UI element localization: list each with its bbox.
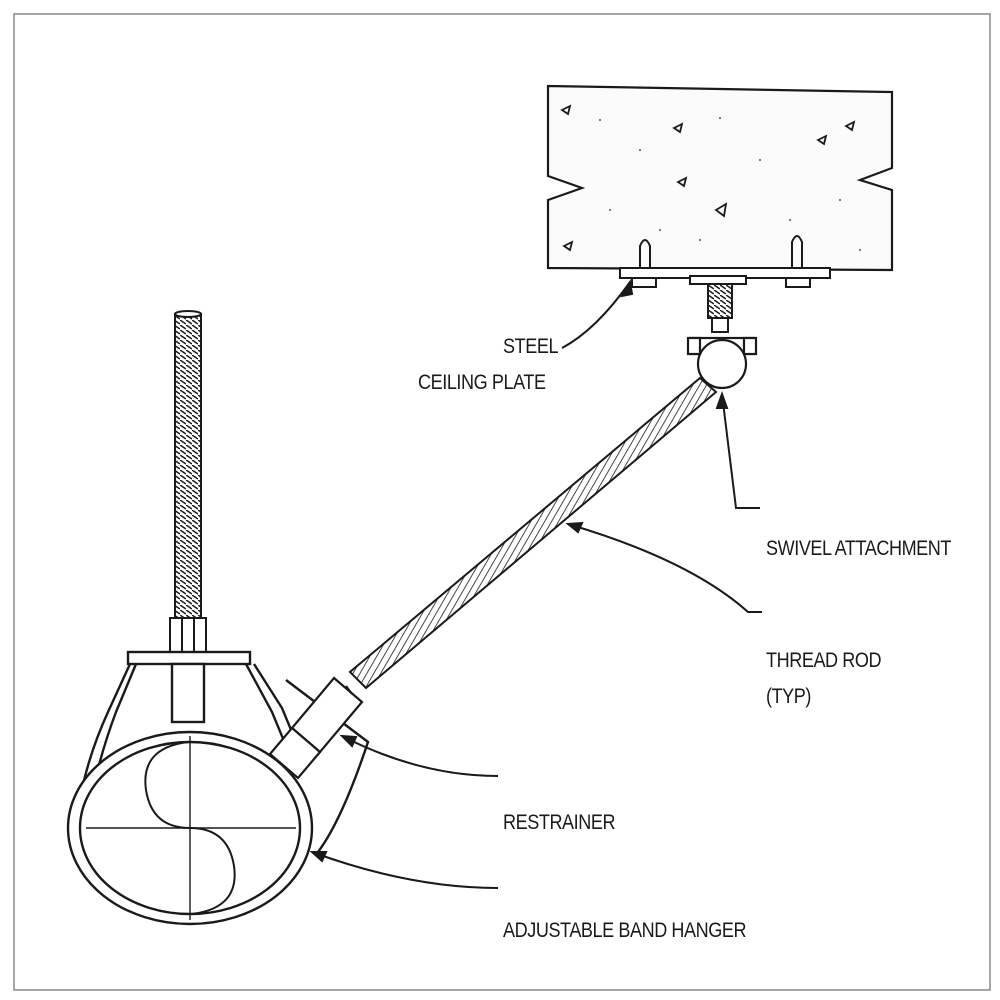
label-restrainer: RESTRAINER [503,811,616,834]
leader-thread-rod [567,523,762,613]
band-hanger [76,650,370,853]
leader-ceiling-plate [561,281,631,349]
pipe [66,730,314,926]
label-thread-rod: THREAD ROD [766,649,882,672]
leader-swivel [721,393,760,509]
frame-border [13,13,991,991]
diagonal-thread-rod [348,376,718,690]
label-band-hanger: ADJUSTABLE BAND HANGER [503,919,747,942]
leader-band-hanger [311,851,499,889]
label-ceiling-plate: CEILING PLATE [418,371,546,394]
leader-lines [309,279,762,889]
hanger-nut [169,617,207,653]
swivel-stud [707,283,733,333]
aggregate-marks [560,104,856,252]
restrainer [268,676,364,780]
leader-restrainer [341,735,499,777]
concrete-speckle [599,117,861,251]
label-typ: (TYP) [766,685,812,708]
label-swivel-attachment: SWIVEL ATTACHMENT [766,537,952,560]
concrete-ceiling [546,84,894,272]
vertical-thread-rod [174,310,202,619]
swivel-attachment [686,336,758,390]
label-steel: STEEL [503,335,559,358]
